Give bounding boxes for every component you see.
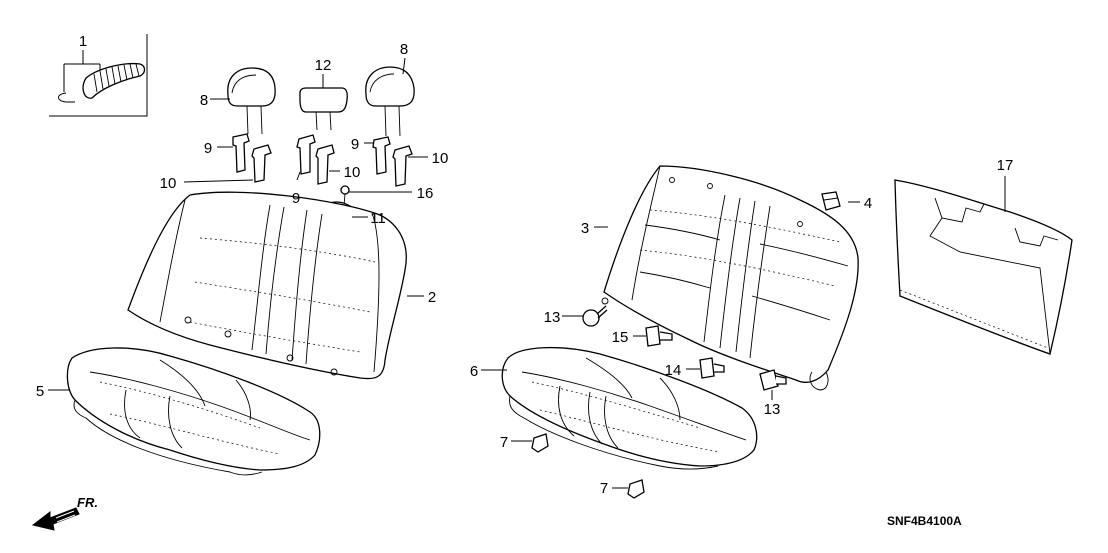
bolt-13-lower (759, 369, 787, 391)
callout-15: 15 (612, 329, 629, 346)
callout-3: 3 (581, 220, 589, 237)
callout-9-left: 9 (204, 140, 212, 157)
panel-17 (894, 179, 1073, 355)
leader-lines (48, 57, 1006, 489)
callout-7-upper: 7 (500, 434, 508, 451)
callout-4: 4 (864, 195, 872, 212)
headrest-center (299, 87, 348, 131)
callout-13-upper: 13 (544, 309, 561, 326)
callout-2: 2 (428, 289, 436, 306)
bracket-4 (821, 191, 841, 211)
callout-9-right: 9 (351, 136, 359, 153)
headrest-left (227, 67, 276, 135)
seat-cushion-right (501, 346, 758, 470)
bolt-15 (645, 325, 673, 347)
callout-1: 1 (79, 33, 87, 50)
seat-cushion-left (66, 347, 321, 476)
callout-5: 5 (36, 383, 44, 400)
hook-right (809, 371, 829, 391)
seat-back-right (603, 165, 859, 383)
guides-left (232, 133, 272, 183)
diagram-code: SNF4B4100A (887, 514, 962, 528)
front-direction-arrow: FR. (31, 495, 98, 531)
headrest-right (365, 66, 415, 137)
fr-label: FR. (77, 495, 98, 510)
callout-9-center: 9 (292, 190, 300, 207)
callout-7-lower: 7 (600, 480, 608, 497)
callout-6: 6 (470, 363, 478, 380)
callout-16: 16 (417, 185, 434, 202)
callout-10-left: 10 (160, 175, 177, 192)
callout-8-right: 8 (400, 41, 408, 58)
seat-back-left (127, 191, 407, 380)
guides-center (296, 134, 335, 185)
callout-12: 12 (315, 57, 332, 74)
callout-14: 14 (665, 362, 682, 379)
callout-10-right: 10 (432, 150, 449, 167)
clip-7-lower (627, 479, 645, 499)
bolt-13-upper (582, 297, 609, 327)
callout-17: 17 (997, 157, 1014, 174)
bolt-14 (699, 357, 725, 379)
callout-8-left: 8 (200, 92, 208, 109)
callout-11: 11 (370, 210, 386, 227)
clip-7-upper (531, 433, 549, 453)
callout-10-center: 10 (344, 164, 361, 181)
part-1-inset (49, 34, 148, 117)
guides-right (372, 136, 413, 187)
spring-clip (82, 62, 146, 99)
callout-13-lower: 13 (764, 401, 781, 418)
